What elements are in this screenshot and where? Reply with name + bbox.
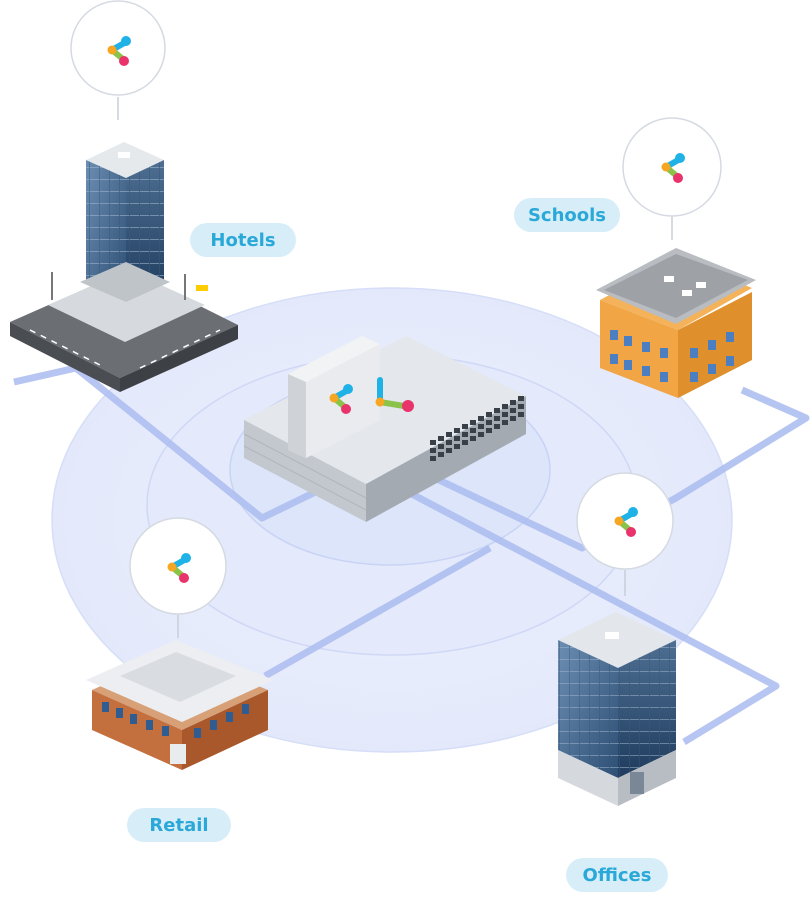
label-retail: Retail	[127, 808, 231, 842]
label-offices: Offices	[566, 858, 668, 892]
label-schools: Schools	[514, 198, 620, 232]
label-hotels: Hotels	[190, 223, 296, 257]
node-schools	[623, 118, 721, 240]
schools-building	[596, 248, 756, 398]
node-hotels	[71, 1, 165, 120]
offices-building	[558, 612, 676, 806]
